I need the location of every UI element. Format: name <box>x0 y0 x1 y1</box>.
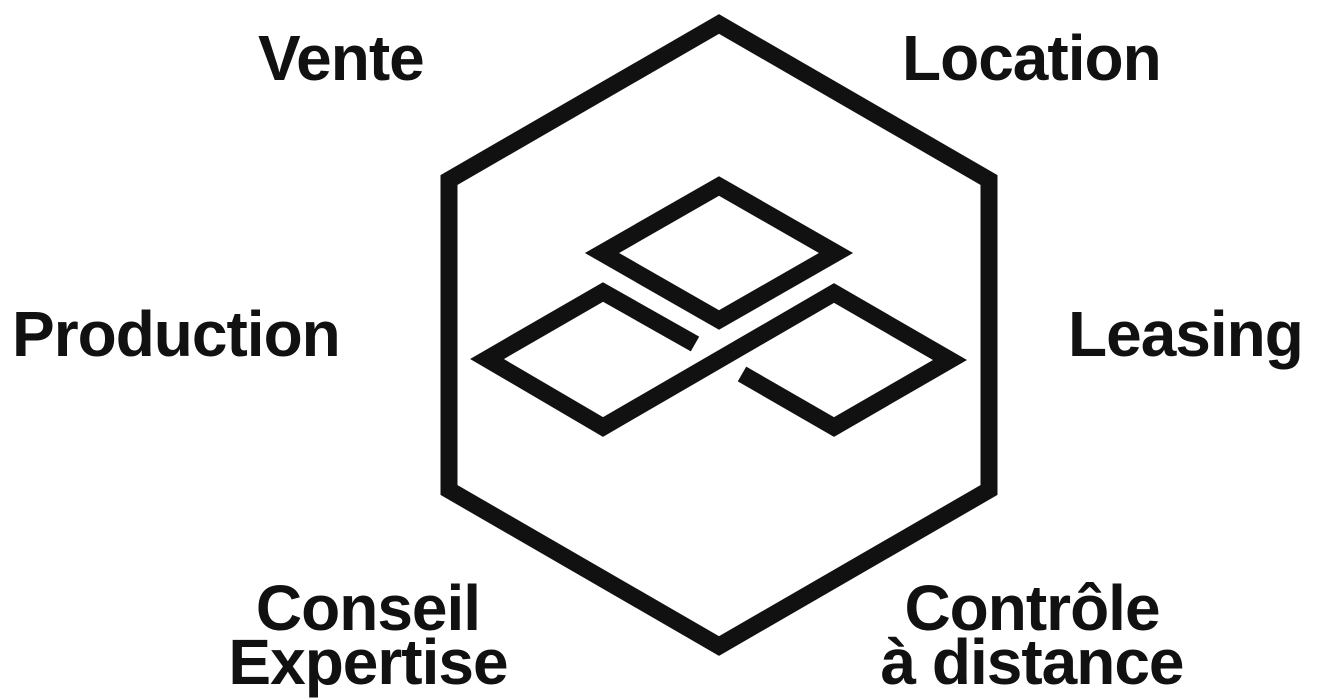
label-leasing: Leasing <box>1068 298 1304 370</box>
hexagon-outline <box>440 14 998 656</box>
label-a-distance: à distance <box>880 626 1184 698</box>
label-controle: Contrôle <box>904 572 1160 644</box>
left-diamond <box>470 282 967 437</box>
top-diamond <box>584 176 854 330</box>
label-controle-a-distance: Contrôle à distance <box>866 572 1198 698</box>
label-vente: Vente <box>258 22 425 94</box>
label-expertise: Expertise <box>228 626 508 698</box>
label-conseil: Conseil <box>255 572 481 644</box>
label-production: Production <box>12 298 341 370</box>
label-location: Location <box>902 22 1162 94</box>
label-conseil-expertise: Conseil Expertise <box>208 572 528 698</box>
